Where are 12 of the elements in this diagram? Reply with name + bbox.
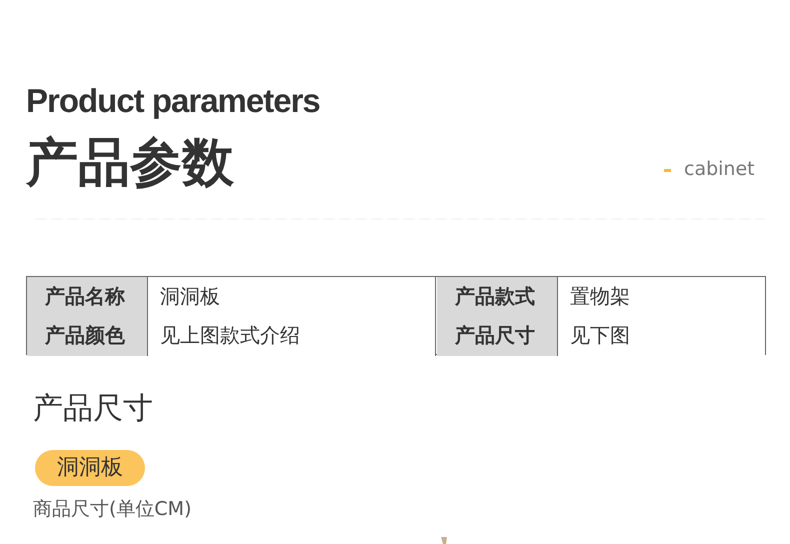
section-title: 产品参数 (26, 132, 234, 195)
field-label: 产品颜色 (27, 316, 148, 356)
field-label: 产品款式 (437, 277, 558, 317)
tag-pill: 洞洞板 (35, 450, 145, 486)
subtitle: cabinet (684, 158, 755, 180)
heading: Product parameters (26, 82, 320, 120)
field-value: 见上图款式介绍 (148, 316, 436, 356)
size-note: 商品尺寸(单位CM) (33, 497, 192, 522)
section-heading: 产品尺寸 (33, 390, 153, 428)
field-label: 产品名称 (27, 277, 148, 317)
field-value: 见下图 (558, 316, 765, 356)
field-label: 产品尺寸 (437, 316, 558, 356)
